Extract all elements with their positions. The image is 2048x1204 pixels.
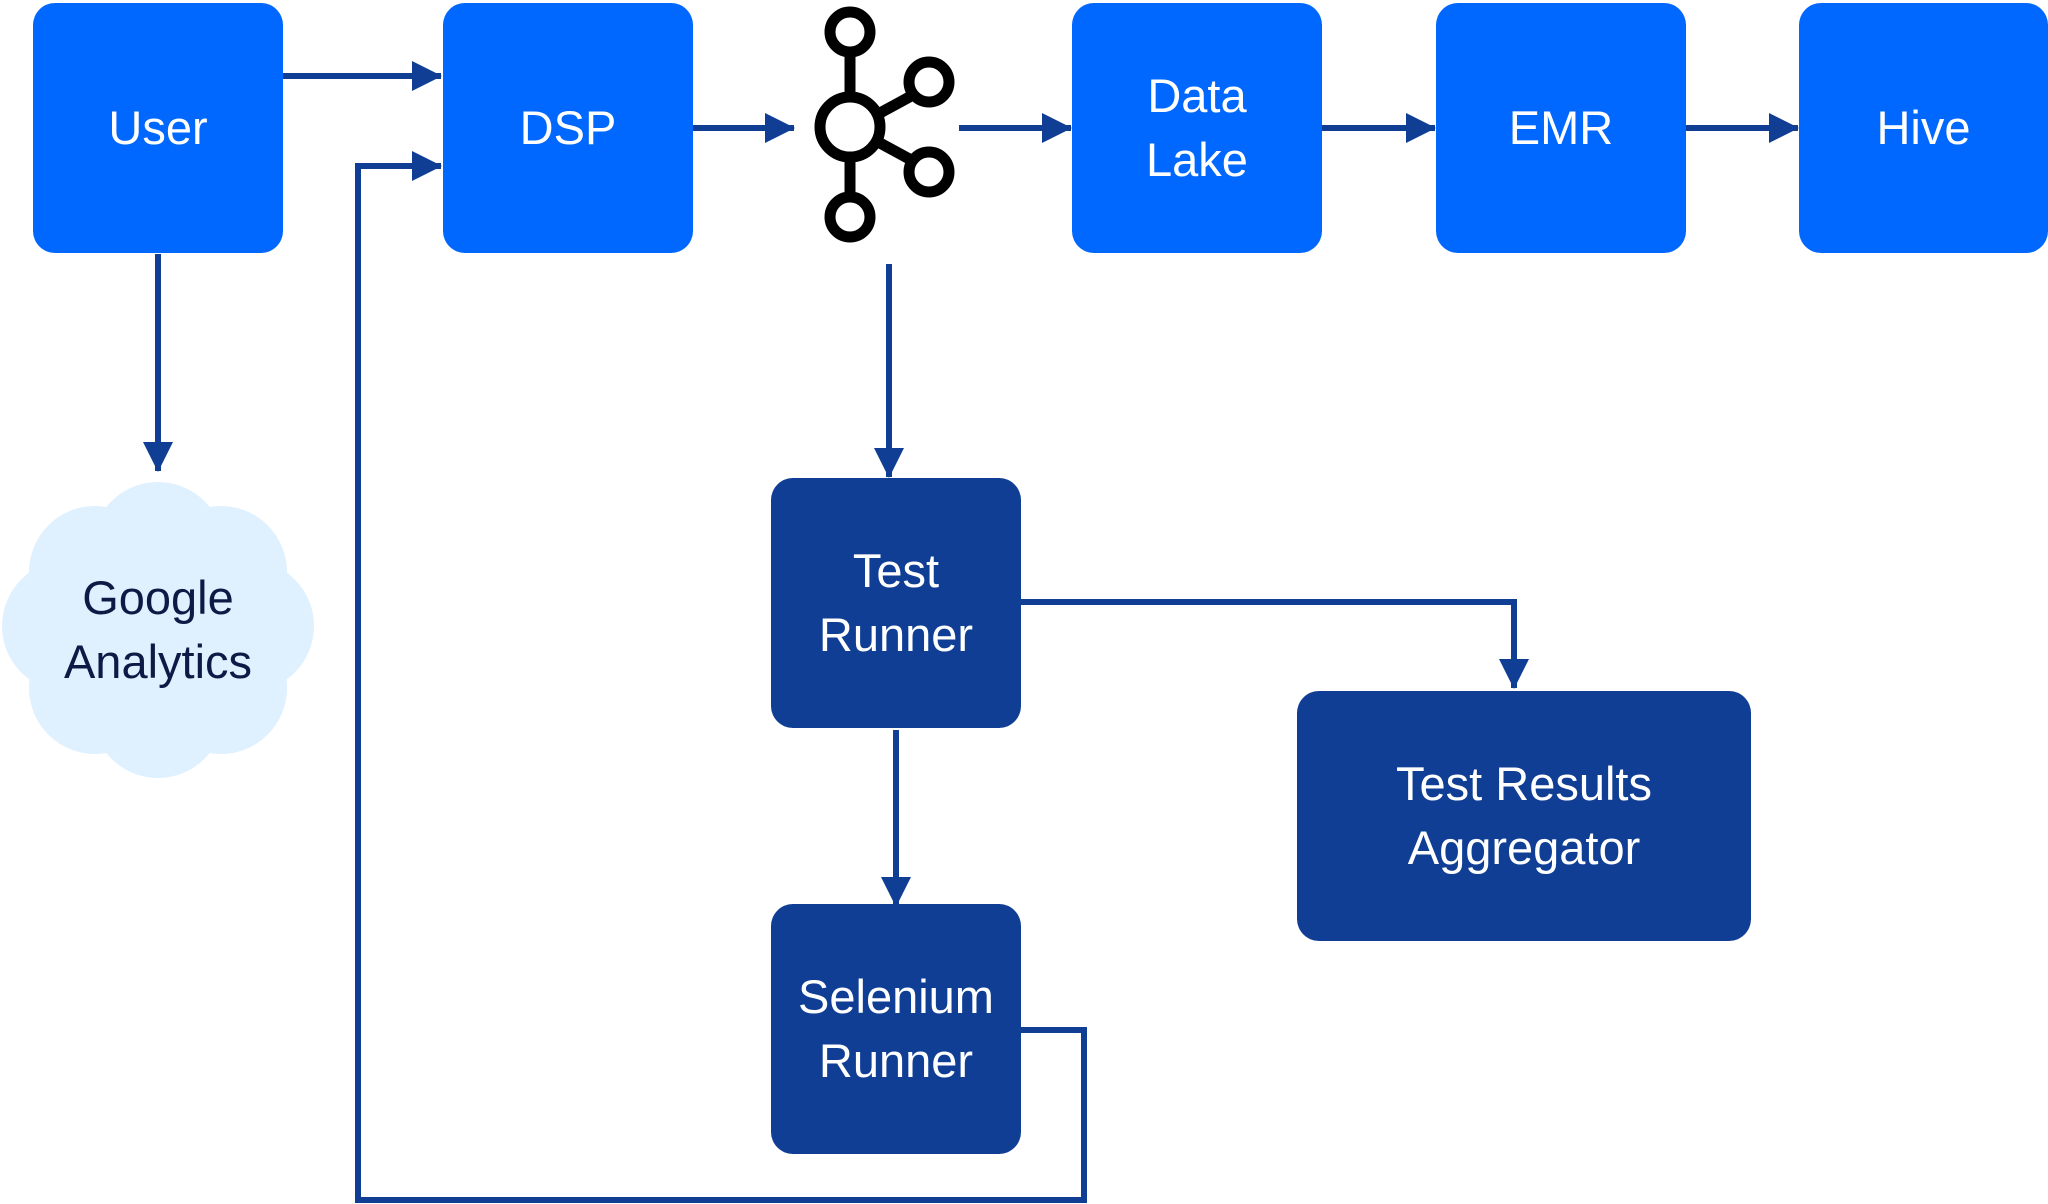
- test-runner-node: Test Runner: [771, 478, 1021, 728]
- hive-node: Hive: [1799, 3, 2048, 253]
- test-results-aggregator-node: Test Results Aggregator: [1297, 691, 1751, 941]
- edge-selenium-to-dsp: [355, 151, 1087, 1203]
- google-analytics-label: Google Analytics: [63, 571, 253, 688]
- user-node: User: [33, 3, 283, 253]
- data-lake-node: Data Lake: [1072, 3, 1322, 253]
- dsp-node: DSP: [443, 3, 693, 253]
- edge-test-runner-to-aggregator: [1021, 599, 1529, 689]
- emr-node: EMR: [1436, 3, 1686, 253]
- selenium-runner-node: Selenium Runner: [771, 904, 1021, 1154]
- google-analytics-cloud: [2, 482, 314, 778]
- kafka-icon: [814, 6, 955, 243]
